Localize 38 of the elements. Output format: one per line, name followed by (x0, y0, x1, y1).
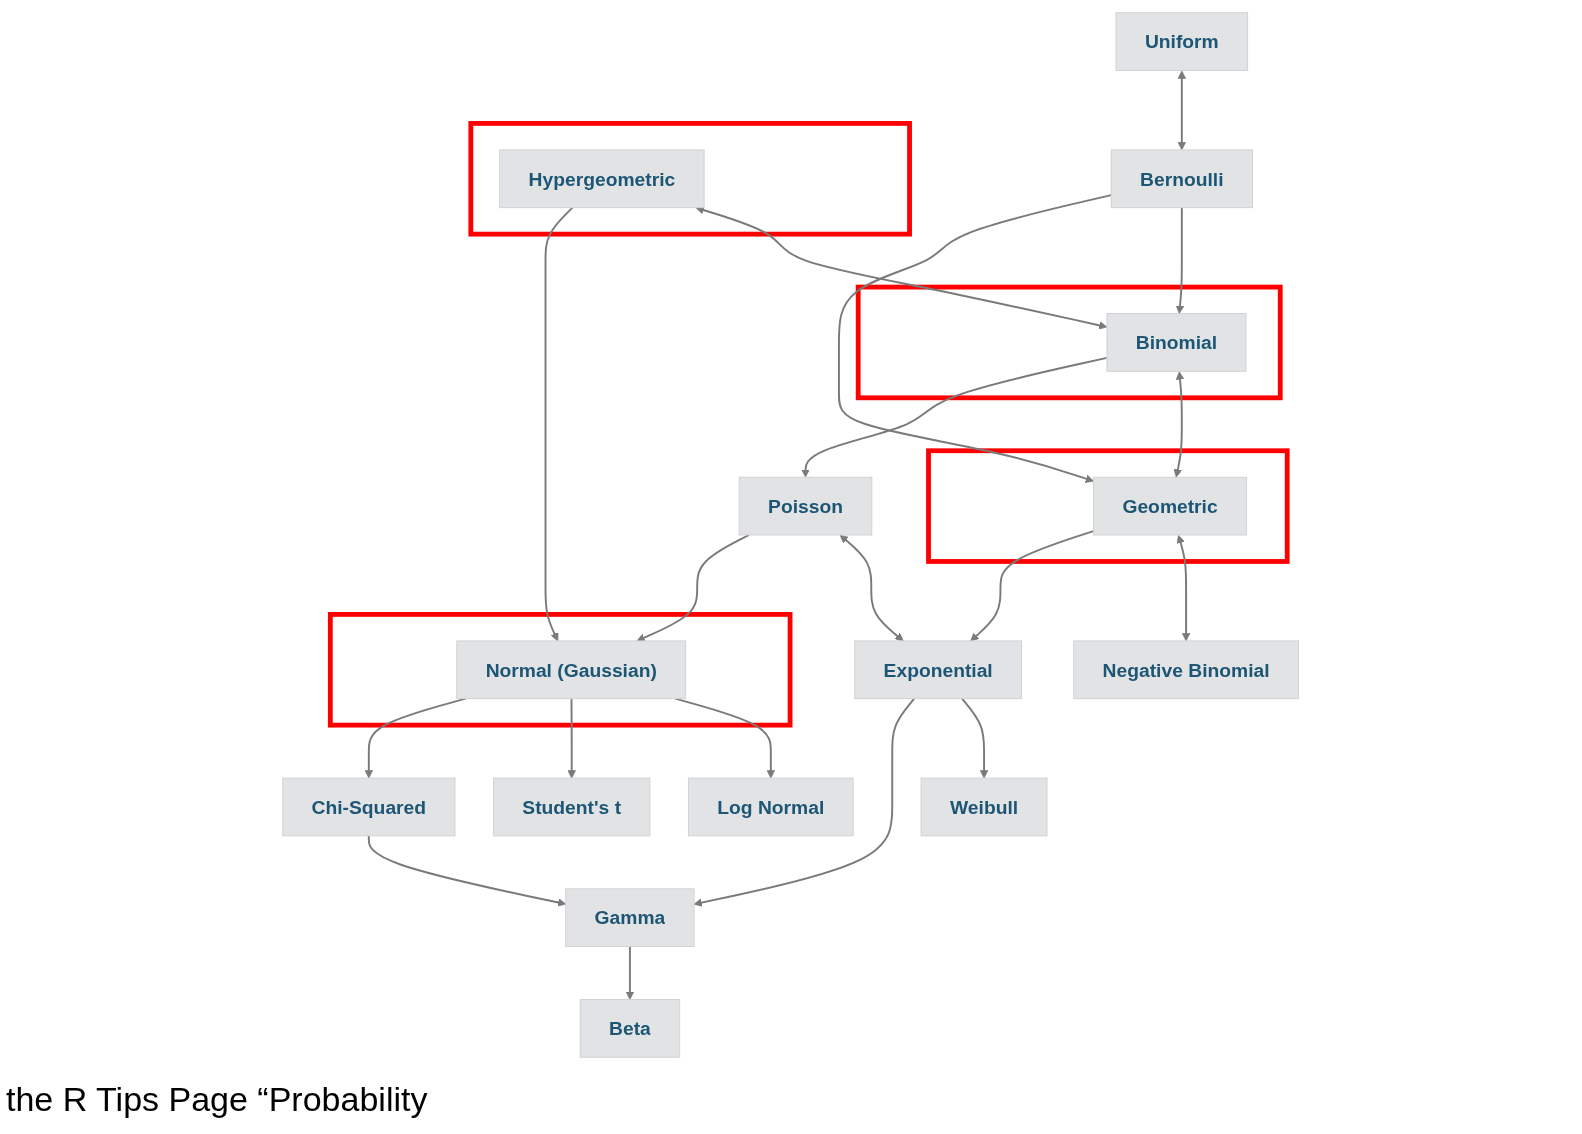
node-box: Gamma (565, 888, 695, 948)
arrow (1177, 535, 1191, 642)
node-box: Hypergeometric (499, 149, 705, 209)
node-box: Geometric (1093, 476, 1248, 536)
node-box: Weibull (921, 777, 1048, 837)
cluster (926, 448, 1291, 564)
node-box: Chi-Squared (282, 777, 456, 837)
node-box: Binomial (1106, 313, 1247, 372)
arrow (961, 697, 989, 779)
node-box: Poisson (739, 476, 873, 536)
node-box: Student's t (493, 777, 651, 837)
note-text: the R Tips Page “Probability (6, 1080, 428, 1119)
cluster (856, 284, 1284, 401)
node-box: Uniform (1115, 12, 1249, 71)
arrow (840, 534, 905, 642)
arrow (567, 697, 577, 779)
arrow (838, 194, 1113, 483)
arrow (365, 697, 467, 779)
arrow (1174, 371, 1185, 478)
arrow (801, 356, 1109, 478)
cluster (328, 612, 793, 728)
arrow (1176, 206, 1185, 314)
arrow (626, 945, 635, 1000)
arrow (694, 697, 916, 907)
node-box: Bernoulli (1111, 149, 1254, 209)
node-box: Negative Binomial (1073, 640, 1300, 700)
arrow (1178, 70, 1187, 151)
node-box: Normal (Gaussian) (456, 640, 687, 700)
arrow (637, 534, 751, 642)
arrow (696, 205, 1108, 330)
arrow (970, 530, 1095, 642)
node-box: Beta (580, 999, 681, 1058)
arrow (544, 206, 574, 642)
node-box: Exponential (854, 640, 1023, 700)
node-box: Log Normal (688, 777, 855, 837)
arrow (368, 834, 567, 907)
arrow (674, 697, 776, 779)
cluster (468, 121, 913, 237)
